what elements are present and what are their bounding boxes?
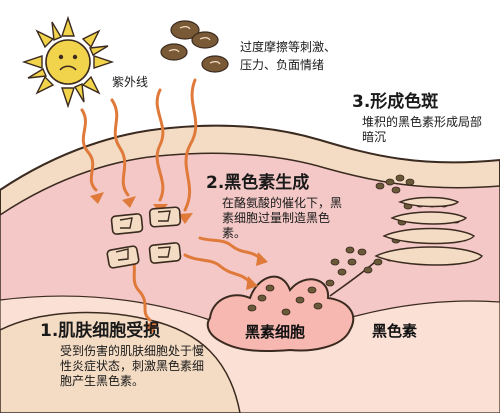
melanin-label: 黑色素: [372, 322, 418, 340]
melanin-granule: [313, 302, 323, 310]
melanin-granule: [295, 296, 305, 304]
pressure-stones-icon: [160, 20, 229, 73]
melanocyte-dendrite: [329, 261, 376, 297]
melanocyte-label: 黑素细胞: [245, 323, 306, 341]
melanin-granule: [281, 308, 291, 316]
label-friction-line1: 过度摩擦等刺激、: [240, 40, 337, 54]
melanin-granule: [337, 268, 347, 276]
melanin-granule: [363, 266, 373, 274]
melanin-granule: [257, 294, 267, 302]
label-friction-line2: 压力、负面情绪: [240, 58, 325, 72]
step2-title: 2.黑色素生成: [206, 173, 310, 193]
melanin-granule: [325, 279, 335, 287]
sun-icon: [21, 15, 115, 109]
melanin-granule: [373, 258, 383, 266]
melanin-granule: [247, 304, 257, 312]
damaged-cell-nuclei: [115, 210, 171, 261]
melanin-granule: [357, 248, 367, 256]
step3-body: 堆积的黑色素形成局部暗沉: [362, 115, 483, 144]
melanin-granule: [391, 186, 401, 194]
melanin-granule: [395, 174, 405, 182]
melanin-granule: [307, 286, 317, 294]
step3-title: 3.形成色斑: [352, 92, 439, 112]
pigment-spot-stack: [374, 196, 483, 266]
melanin-granule: [330, 258, 340, 266]
melanin-granule: [345, 246, 355, 254]
melanin-granule: [375, 182, 385, 190]
label-uv: 紫外线: [112, 75, 149, 89]
melanin-granule: [347, 258, 357, 266]
melanin-granule: [405, 178, 415, 186]
melanin-granule: [385, 178, 395, 186]
step1-title: 1.肌肤细胞受损: [40, 321, 161, 341]
melanocyte-cell: [206, 275, 355, 353]
damaged-cells: [106, 206, 182, 269]
melanin-granule: [265, 284, 275, 292]
step1-body: 受到伤害的肌肤细胞处于慢性炎症状态，刺激黑色素细胞产生黑色素。: [60, 344, 205, 388]
stimulus-arrows: [80, 78, 262, 322]
arrow-heads: [90, 192, 268, 334]
step2-body: 在酪氨酸的催化下，黑素细胞过量制造黑色素。: [222, 196, 343, 240]
